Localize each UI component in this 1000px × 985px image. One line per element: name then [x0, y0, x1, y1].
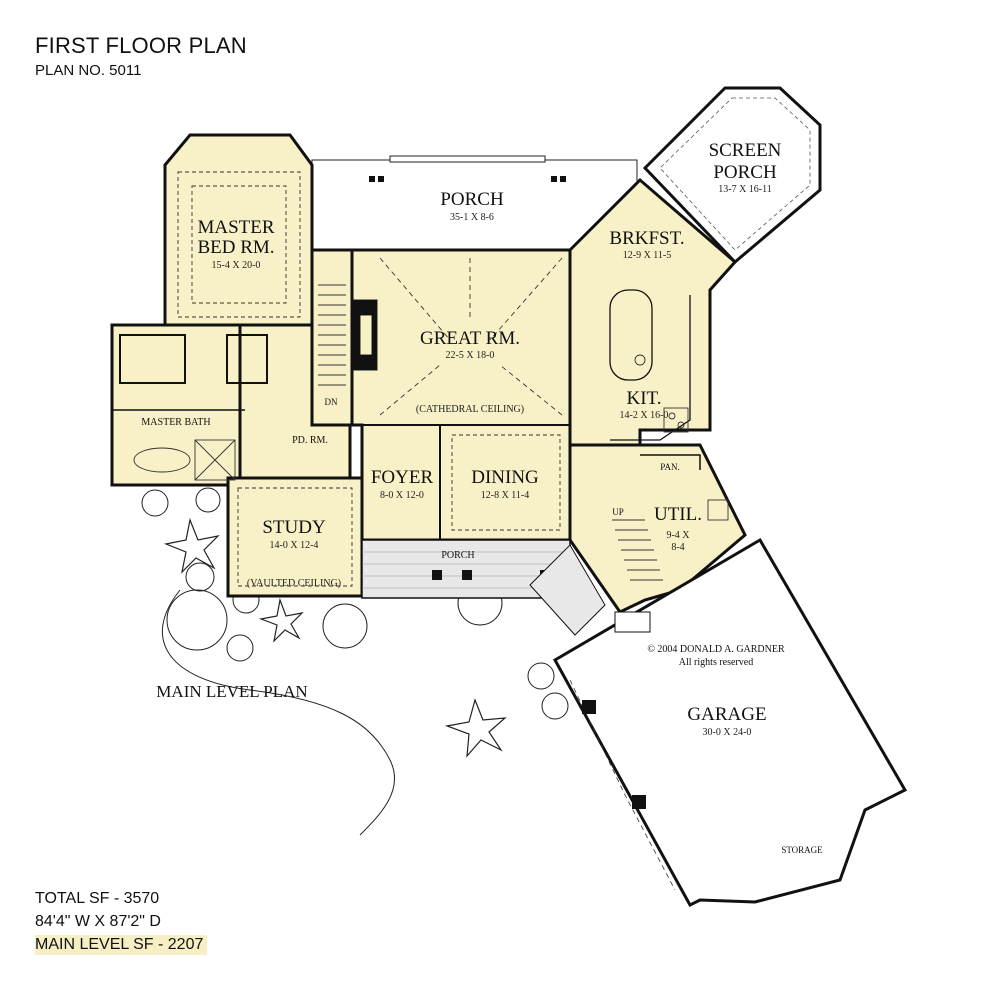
screen-porch-dims: 13-7 X 16-11: [718, 184, 772, 195]
dining-name: DINING: [471, 467, 539, 488]
garage-dims: 30-0 X 24-0: [703, 727, 752, 738]
master-bath-name: MASTER BATH: [141, 417, 210, 428]
stair-up-label: UP: [612, 507, 624, 517]
util-name: UTIL.: [654, 504, 702, 525]
kit-dims: 14-2 X 16-0: [620, 410, 669, 421]
pan-name: PAN.: [660, 462, 679, 472]
main-level-plan-label: MAIN LEVEL PLAN: [156, 682, 307, 701]
screen-porch-name-2: PORCH: [713, 162, 777, 183]
pd-rm-name: PD. RM.: [292, 435, 328, 446]
screen-porch-name-1: SCREEN: [709, 140, 782, 161]
porch-rear-dims: 35-1 X 8-6: [450, 212, 494, 223]
study-name: STUDY: [262, 517, 326, 538]
kit-name: KIT.: [627, 388, 662, 409]
screen-porch: [642, 86, 822, 265]
great-rm-dims: 22-5 X 18-0: [446, 350, 495, 361]
shrub-cluster-left: [141, 487, 569, 720]
stair-down: [318, 284, 346, 386]
stair-up: [612, 519, 663, 581]
brkfst-name: BRKFST.: [609, 228, 684, 249]
garage-name: GARAGE: [687, 704, 766, 725]
porch-front-name: PORCH: [441, 550, 474, 561]
dining-dims: 12-8 X 11-4: [481, 490, 530, 501]
main-level-sf: MAIN LEVEL SF - 2207: [35, 935, 208, 955]
copyright-line-2: All rights reserved: [679, 657, 753, 668]
util-dims-1: 9-4 X: [666, 530, 690, 541]
foyer-dims: 8-0 X 12-0: [380, 490, 424, 501]
porch-rear-name: PORCH: [440, 189, 504, 210]
study-note: (VAULTED CEILING): [247, 578, 341, 589]
copyright-line-1: © 2004 DONALD A. GARDNER: [647, 644, 785, 655]
stair-dn-label: DN: [325, 397, 338, 407]
landscaping: [141, 487, 569, 836]
study-dims: 14-0 X 12-4: [270, 540, 319, 551]
master-bed-name-2: BED RM.: [197, 237, 274, 258]
plan-number: PLAN NO. 5011: [35, 62, 142, 79]
interior-details: [112, 171, 729, 587]
master-bed-dims: 15-4 X 20-0: [212, 260, 261, 271]
front-porch: [361, 539, 606, 636]
garage-storage-label: STORAGE: [781, 845, 823, 855]
brkfst-dims: 12-9 X 11-5: [623, 250, 672, 261]
util-dims-2: 8-4: [671, 542, 684, 553]
foyer-name: FOYER: [371, 467, 434, 488]
star-plant-icon: [163, 517, 507, 758]
great-rm-name: GREAT RM.: [420, 328, 520, 349]
master-bed-name-1: MASTER: [197, 217, 274, 238]
garage: [552, 537, 908, 907]
room-labels: PORCH 35-1 X 8-6 SCREEN PORCH 13-7 X 16-…: [141, 140, 823, 855]
great-rm-note: (CATHEDRAL CEILING): [416, 404, 524, 415]
overall-dimensions: 84'4" W X 87'2" D: [35, 913, 161, 930]
total-sf: TOTAL SF - 3570: [35, 890, 160, 907]
plan-title: FIRST FLOOR PLAN: [35, 33, 247, 58]
